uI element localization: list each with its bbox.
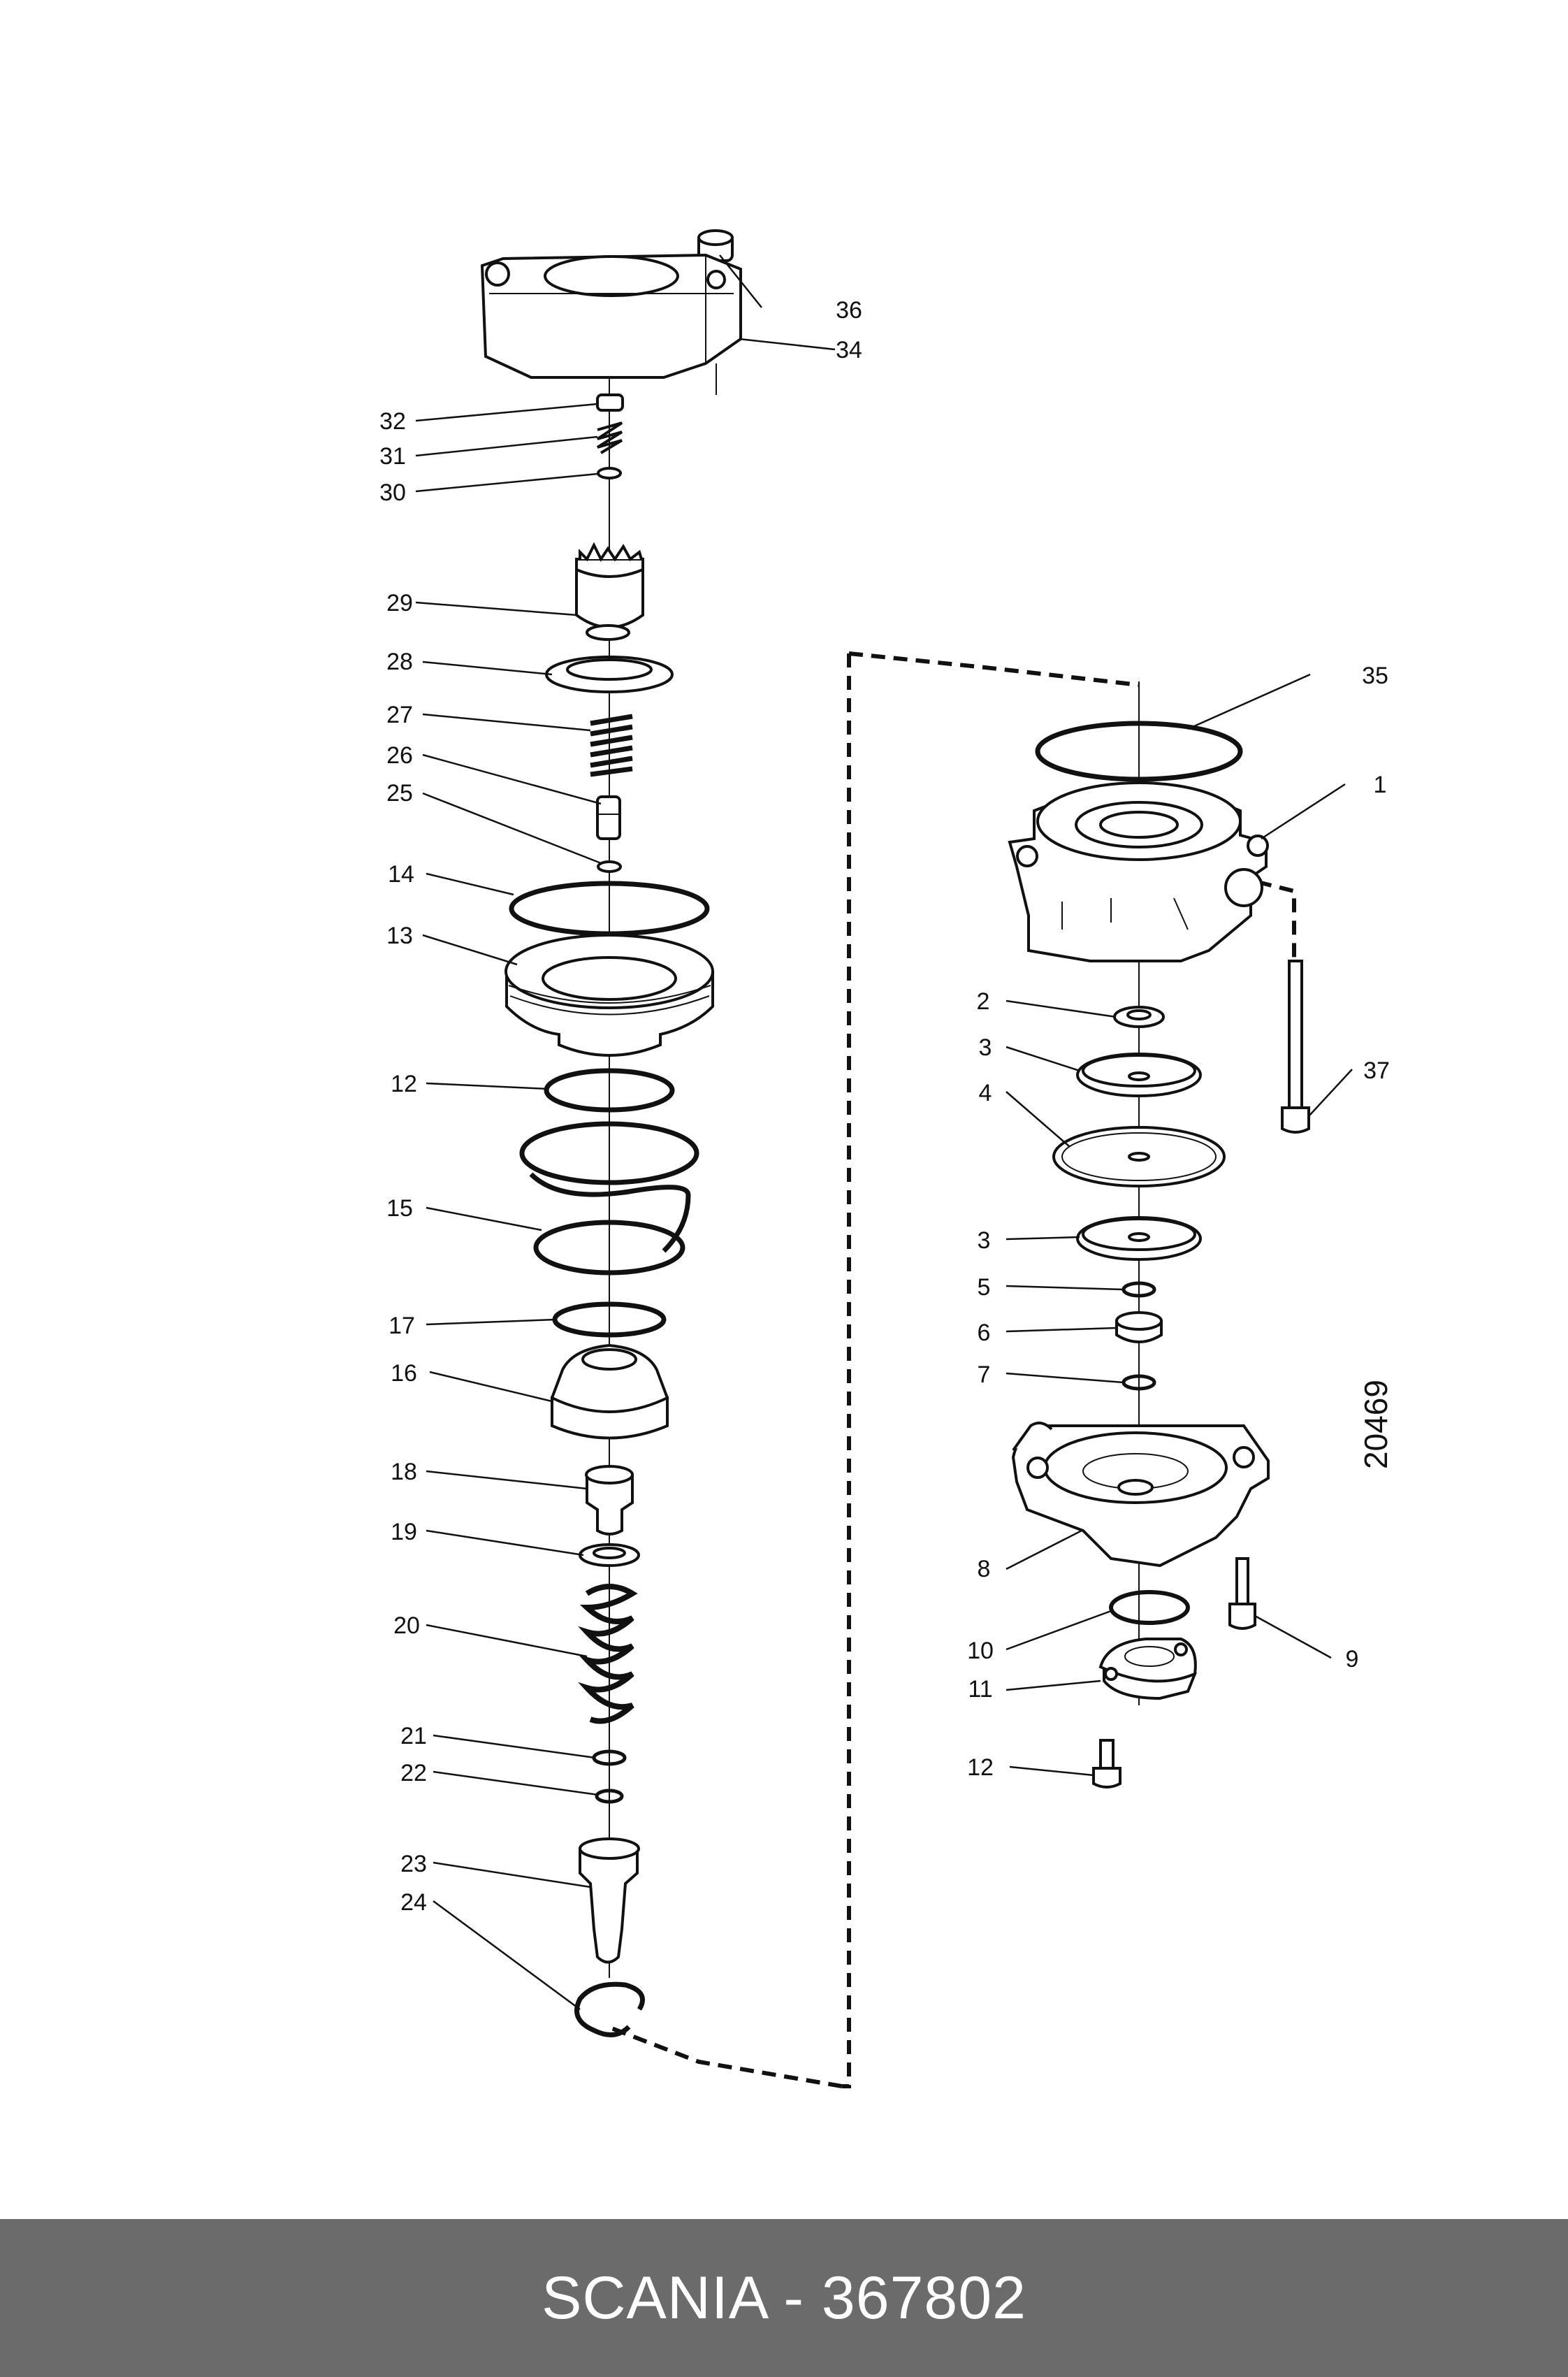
- part-12-screw: [1092, 1739, 1121, 1789]
- label-6: 6: [978, 1320, 991, 1346]
- bolt-dash-line: [1257, 880, 1296, 958]
- label-34: 34: [836, 337, 862, 363]
- part-11-cover: [1098, 1638, 1197, 1700]
- label-27: 26: [386, 742, 413, 769]
- label-28: 27: [386, 702, 413, 728]
- label-17: 16: [391, 1360, 417, 1387]
- part-29-ring: [545, 656, 674, 693]
- part-20-washer: [579, 1543, 640, 1567]
- label-20: 19: [391, 1519, 417, 1545]
- label-35: 35: [1362, 663, 1388, 689]
- label-7: 7: [978, 1361, 991, 1388]
- label-23: 22: [400, 1760, 427, 1786]
- label-8: 8: [978, 1556, 991, 1582]
- label-24: 23: [400, 1851, 427, 1877]
- label-26: 25: [386, 780, 413, 807]
- part-35-o-ring: [1035, 721, 1243, 782]
- part-13-piston: [504, 934, 714, 1057]
- part-6-nut: [1115, 1311, 1163, 1343]
- label-18: 17: [389, 1313, 415, 1339]
- label-30: 29: [386, 590, 413, 616]
- label-15: 14: [388, 861, 414, 888]
- part-31-washer: [597, 467, 622, 479]
- part-33-cap: [596, 393, 624, 412]
- part-8-lower-housing: [1011, 1422, 1270, 1568]
- label-22: 21: [400, 1723, 427, 1749]
- part-34-cover: [480, 253, 742, 395]
- label-10: 10: [967, 1638, 994, 1664]
- part-labels: 36 34 32 31 30 29 28 27 26 25 14 13 12 1…: [379, 297, 1390, 1916]
- label-37: 37: [1363, 1057, 1390, 1084]
- label-13: 13: [386, 923, 413, 949]
- label-25: 24: [400, 1889, 427, 1916]
- part-26-o-ring: [597, 860, 622, 873]
- part-10-o-ring: [1109, 1590, 1190, 1625]
- part-21-spring: [578, 1584, 638, 1724]
- part-27-plunger: [596, 795, 621, 840]
- part-16-ring-set: [519, 1121, 699, 1276]
- label-33: 32: [379, 408, 406, 435]
- label-3-lower: 3: [978, 1227, 991, 1254]
- part-3-plate-upper: [1076, 1053, 1202, 1097]
- exploded-parts-diagram: 36 34 32 31 30 29 28 27 26 25 14 13 12 1…: [379, 229, 1394, 2088]
- part-9-bolt: [1228, 1557, 1256, 1630]
- label-21: 20: [393, 1612, 420, 1639]
- label-36: 36: [836, 297, 862, 324]
- drawing-number: 20469: [1358, 1380, 1394, 1469]
- footer-bar: SCANIA - 367802: [0, 2219, 1568, 2377]
- label-2: 2: [977, 988, 990, 1015]
- part-25-circlip: [574, 1981, 645, 2037]
- assembly-dash-line: [607, 651, 1140, 2088]
- part-19-sleeve: [585, 1465, 634, 1536]
- part-37-bolt: [1281, 960, 1310, 1134]
- part-32-spring: [596, 421, 623, 454]
- part-4-diaphragm: [1052, 1126, 1226, 1187]
- label-16: 15: [386, 1195, 413, 1222]
- label-29: 28: [386, 649, 413, 675]
- label-1: 1: [1374, 772, 1387, 798]
- label-3-upper: 3: [979, 1034, 992, 1061]
- part-24-plunger-shaft: [579, 1837, 640, 1964]
- part-17-valve-seat: [550, 1343, 669, 1440]
- part-28-spring: [590, 714, 633, 777]
- part-2-washer: [1113, 1006, 1165, 1028]
- label-5: 5: [978, 1274, 991, 1301]
- part-3-plate-lower: [1076, 1216, 1202, 1261]
- label-31: 30: [379, 479, 406, 506]
- label-11: 11: [968, 1676, 992, 1703]
- part-36-nut: [697, 229, 734, 262]
- label-14: 12: [391, 1071, 417, 1097]
- part-23-washer: [595, 1789, 624, 1804]
- label-12: 12: [967, 1754, 994, 1781]
- label-9: 9: [1346, 1646, 1359, 1672]
- leader-lines: [415, 254, 1353, 2011]
- label-19: 18: [391, 1459, 417, 1485]
- part-1-housing: [1008, 781, 1269, 962]
- label-4: 4: [979, 1080, 992, 1106]
- footer-caption: SCANIA - 367802: [542, 2264, 1026, 2332]
- part-30-valve-body: [575, 542, 644, 641]
- label-32: 31: [379, 443, 406, 470]
- part-14-ring: [544, 1068, 675, 1113]
